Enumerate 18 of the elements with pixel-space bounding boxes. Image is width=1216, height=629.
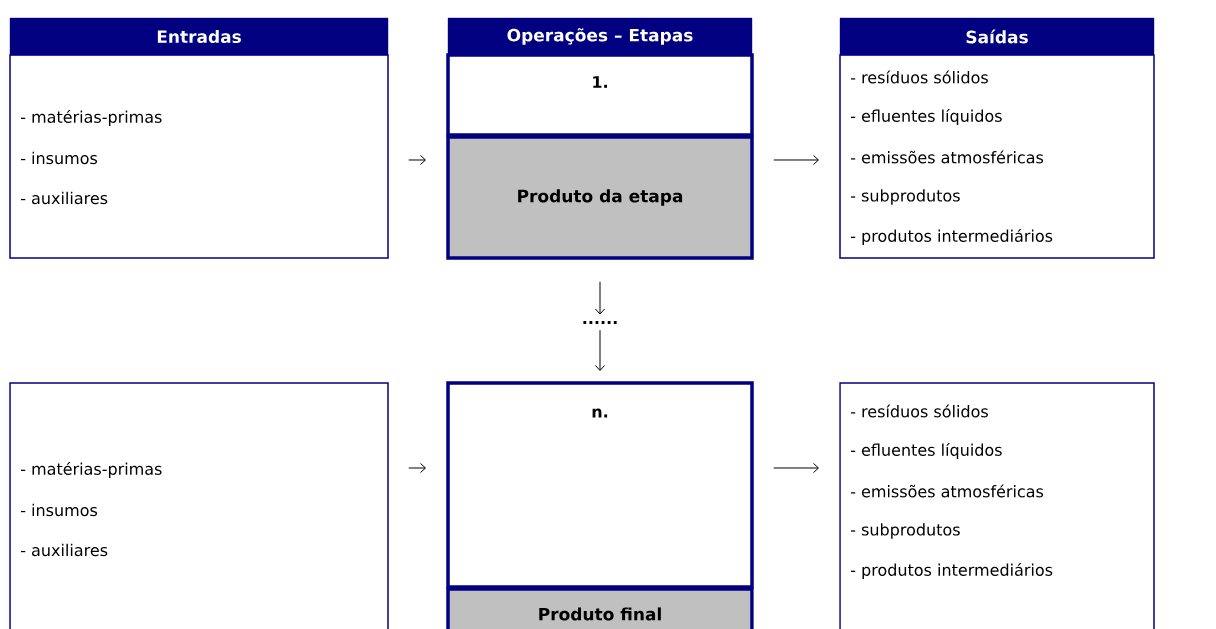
list-box: - matérias-primas - insumos - auxiliares <box>9 54 389 259</box>
arrow <box>595 281 605 315</box>
column-header: Operações – Etapas <box>447 17 753 56</box>
arrow <box>773 463 819 473</box>
step-box: n. <box>446 381 754 589</box>
arrow <box>408 155 426 165</box>
column-header: Entradas <box>9 17 389 56</box>
product-box: Produto final <box>446 587 754 629</box>
list-box: - resíduos sólidos - efluentes líquidos - emissões atmosféricas - subprodutos - produtos intermediários <box>839 54 1155 259</box>
arrow <box>408 463 426 473</box>
list-box: - resíduos sólidos - efluentes líquidos - emissões atmosféricas - subprodutos - produtos intermediários <box>839 382 1155 629</box>
column-header: Saídas <box>839 17 1155 56</box>
arrow <box>595 329 605 371</box>
arrow <box>773 155 819 165</box>
step-box: 1. <box>446 53 754 137</box>
ellipsis-text: ...... <box>583 320 617 324</box>
list-box: - matérias-primas - insumos - auxiliares <box>9 382 389 629</box>
product-box: Produto da etapa <box>446 135 754 260</box>
